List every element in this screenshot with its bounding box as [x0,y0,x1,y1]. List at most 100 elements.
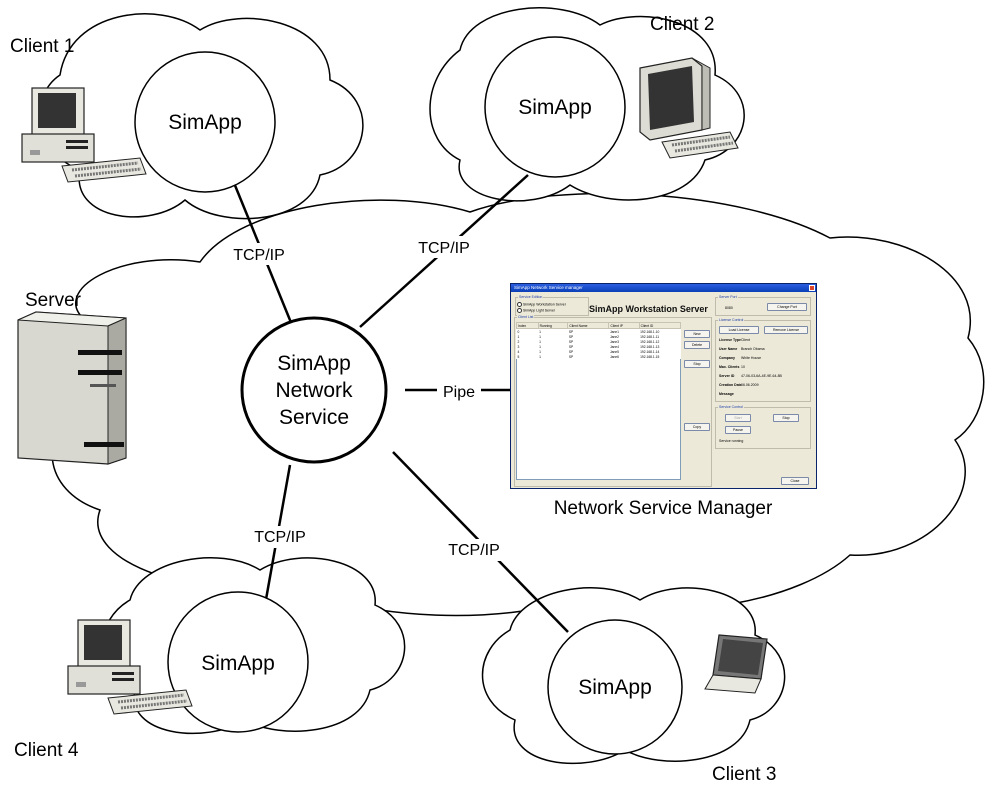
load-license-button[interactable]: Load License [719,326,759,334]
server-port-value: 8080 [725,306,733,310]
table-cell: SP [568,329,574,334]
edge-label-manager: Pipe [443,384,475,401]
radio-light-server[interactable]: SimApp Light Server [517,308,555,313]
license-field-value: Client [741,338,750,342]
copy-button[interactable]: Copy [684,423,710,431]
server-caption: Server [25,290,82,311]
client-list-title: Client List [517,315,535,319]
service-status-text: Service running [719,439,744,443]
delete-button[interactable]: Delete [684,341,710,349]
close-button[interactable]: Close [781,477,809,485]
table-cell: 1 [517,334,520,339]
service-edition-group: Service Edition [515,295,589,316]
client2-simapp-label: SimApp [518,96,592,119]
network-service-label-line1: SimApp [277,352,351,375]
stop-client-button[interactable]: Stop [684,360,710,368]
server-heading: SimApp Workstation Server [589,304,708,314]
server-port-group: Server Port [715,295,811,316]
desktop-computer-icon [67,619,193,715]
pause-service-button[interactable]: Pause [725,426,751,434]
service-control-group: Service Control [715,405,811,449]
table-row[interactable]: 5 1 SP Jane6 192.168.1.15 [517,354,681,359]
window-close-icon[interactable] [809,285,815,291]
client-list-table: Index Running Client Name Client IP Clie… [516,322,682,359]
license-field-value: 06.06.2009 [741,383,759,387]
table-cell: 5 [517,354,520,359]
table-cell: Jane6 [609,354,619,359]
column-header[interactable]: Client ID [638,322,682,329]
table-cell: 4 [517,349,520,354]
table-cell: 0 [517,329,520,334]
desktop-computer-icon [21,87,147,183]
edge-label-client4: TCP/IP [254,529,306,546]
license-field-key: User Name [719,347,738,351]
client1-caption: Client 1 [10,36,74,57]
license-field-key: License Type [719,338,741,342]
network-service-label-line3: Service [279,406,349,429]
client1-simapp-node [134,51,276,193]
table-cell: 192.168.1.13 [640,344,660,349]
edge-label-client3: TCP/IP [448,542,500,559]
stop-service-button[interactable]: Stop [773,414,799,422]
license-field-key: Creation Date [719,383,742,387]
table-cell: SP [568,334,574,339]
client-list-header: Index Running Client Name Client IP Clie… [516,322,682,329]
table-cell: 2 [517,339,520,344]
monitor-keyboard-icon [639,57,739,159]
edge-label-client2: TCP/IP [418,240,470,257]
change-port-button[interactable]: Change Port [767,303,807,311]
table-cell: SP [568,339,574,344]
table-row[interactable]: 1 1 SP Jane2 192.168.1.11 [517,334,681,339]
table-cell: 1 [539,349,541,354]
service-edition-title: Service Edition [518,295,544,299]
license-field-value: 10 [741,365,745,369]
table-cell: 1 [539,334,541,339]
table-cell: 192.168.1.14 [640,349,660,354]
client2-caption: Client 2 [650,14,714,35]
client-list-group: Client List [514,315,712,487]
table-cell: Jane3 [609,339,619,344]
table-cell: SP [568,344,574,349]
manager-caption: Network Service Manager [554,498,773,519]
table-cell: 1 [539,354,541,359]
client3-simapp-label: SimApp [578,676,652,699]
network-service-node [240,316,388,464]
table-cell: 1 [539,329,541,334]
license-field-value: Branch Obama [741,347,765,351]
table-cell: 3 [517,344,520,349]
remove-license-button[interactable]: Remove License [764,326,808,334]
client4-caption: Client 4 [14,740,79,761]
edge-label-client1: TCP/IP [233,247,285,264]
table-cell: Jane5 [609,349,619,354]
radio-workstation-server[interactable]: SimApp Workstation Server [517,302,566,307]
table-cell: 192.168.1.15 [640,354,660,359]
start-service-button[interactable]: Start [725,414,751,422]
license-field-key: Message [719,392,734,396]
license-field: Server ID 47-06-03-6A-4E-9E-64-8B [719,374,782,378]
license-field-key: Server ID [719,374,735,378]
table-cell: 192.168.1.11 [640,334,660,339]
table-cell: SP [568,354,574,359]
license-field-value: 47-06-03-6A-4E-9E-64-8B [741,374,782,378]
column-header[interactable]: Client Name [567,322,610,329]
window-title: SimApp Network Service manager [514,285,583,290]
table-cell: 192.168.1.12 [640,339,660,344]
new-button[interactable]: New [684,330,710,338]
license-field: Creation Date06.06.2009 [719,383,759,387]
window-titlebar: SimApp Network Service manager [511,284,816,292]
client4-simapp-label: SimApp [201,652,275,675]
license-control-group: License Control [715,318,811,402]
client2-simapp-node [484,36,626,178]
client1-simapp-label: SimApp [168,111,242,134]
client3-caption: Client 3 [712,764,776,785]
client4-simapp-node [167,591,309,733]
table-cell: Jane2 [609,334,619,339]
